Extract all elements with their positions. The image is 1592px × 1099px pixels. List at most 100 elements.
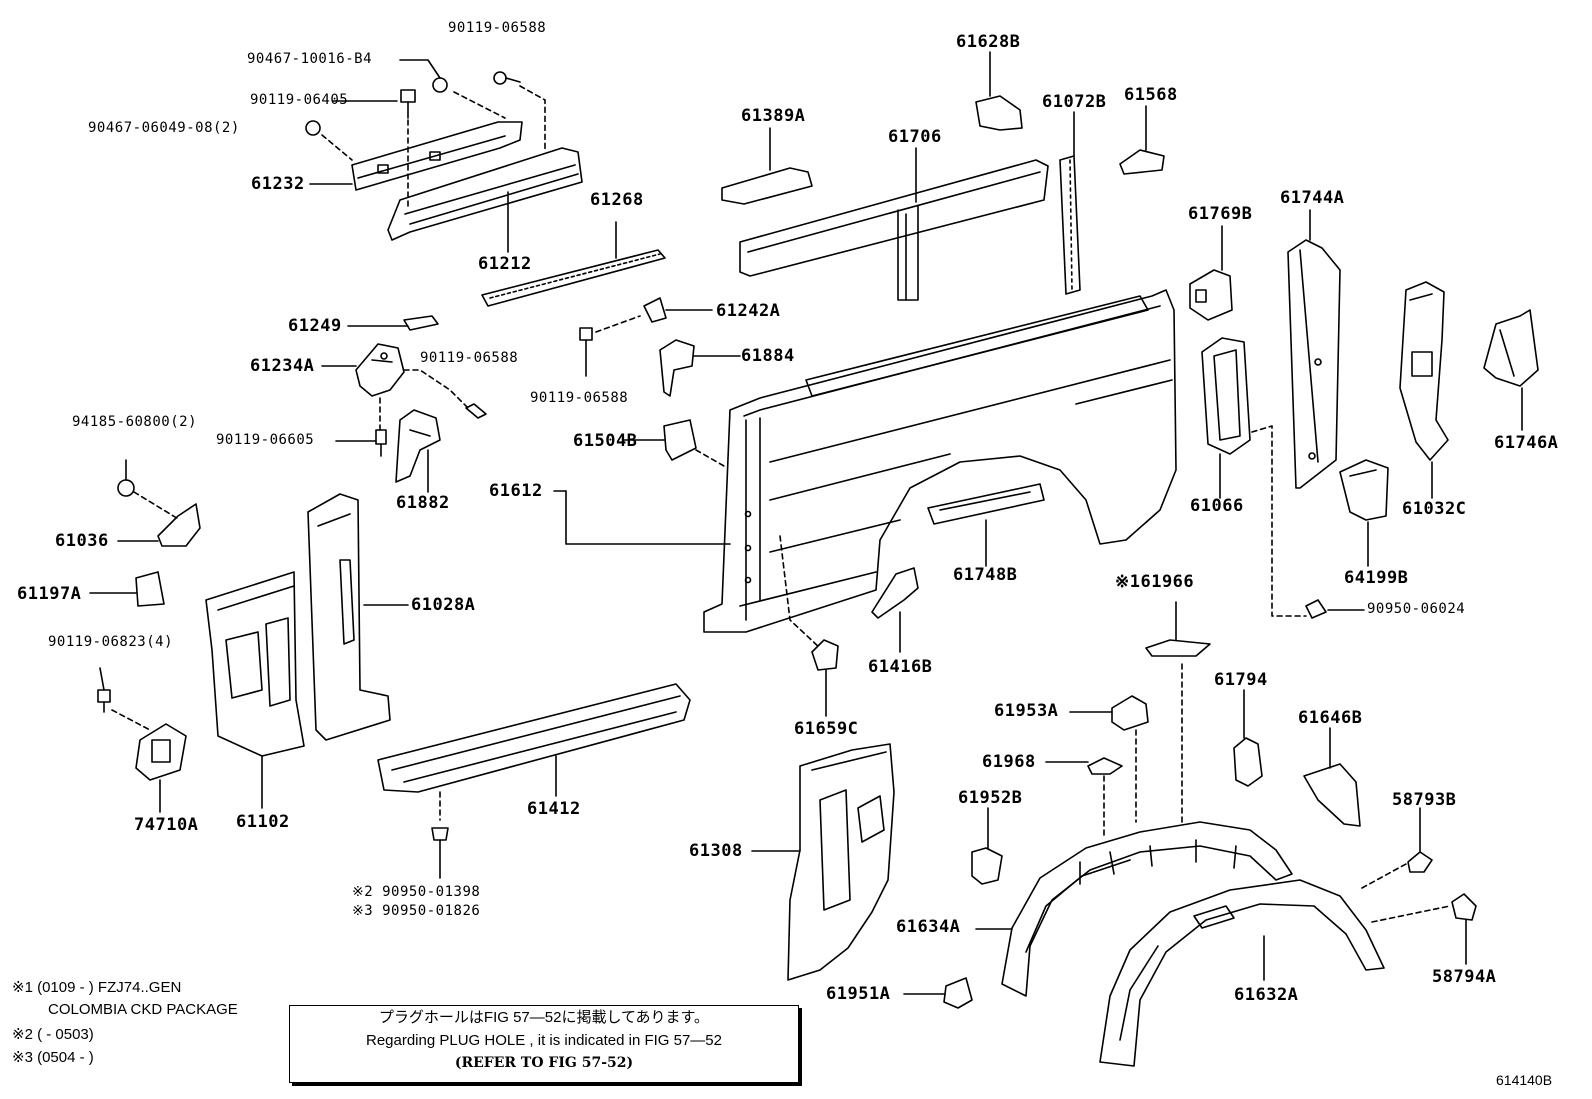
part-label[interactable]: 61197A [17,584,82,604]
part-label[interactable]: 61234A [250,356,315,376]
part-61032C-pillar [1399,281,1449,461]
part-label[interactable]: 61952B [958,788,1023,808]
footnote-1: ※1 (0109 - ) FZJ74..GEN [12,979,182,996]
conditional-part-label[interactable]: ※2 90950-01398 [352,884,481,900]
figure-id: 614140B [1496,1072,1553,1088]
part-label[interactable]: 74710A [134,815,199,835]
part-label[interactable]: 90119-06823(4) [48,634,174,650]
part-label[interactable]: 61232 [251,174,305,194]
part-label[interactable]: 61308 [689,841,743,861]
part-label[interactable]: 90119-06588 [448,20,547,36]
part-74710A-bracket [135,723,187,781]
part-61197A-plate [135,571,165,607]
part-label[interactable]: 61628B [956,32,1021,52]
part-label[interactable]: 61249 [288,316,342,336]
part-61748B-panel [927,483,1045,525]
part-label[interactable]: 61612 [489,481,543,501]
part-61628B-bracket [975,95,1023,131]
part-61389A-bracket [721,167,813,205]
bolt-icon [465,403,487,419]
part-label[interactable]: 61268 [590,190,644,210]
part-label[interactable]: 61659C [794,719,859,739]
part-label[interactable]: 61744A [1280,188,1345,208]
part-61632A-wheelhouse-outer [1099,879,1385,1067]
part-61794-bracket [1233,737,1263,787]
part-label[interactable]: 61028A [411,595,476,615]
part-61951A-clip [943,977,973,1009]
part-61952B-bracket [971,847,1003,885]
part-61234A-bracket [355,343,405,397]
part-label[interactable]: 61746A [1494,433,1559,453]
part-64199B-bracket [1339,459,1389,521]
part-label[interactable]: 61568 [1124,85,1178,105]
part-61028A-pillar [307,493,391,741]
reference-note-english: Regarding PLUG HOLE , it is indicated in… [365,1032,722,1049]
part-label[interactable]: 58794A [1432,967,1497,987]
part-label[interactable]: 61951A [826,984,891,1004]
conditional-part-label[interactable]: ※3 90950-01826 [352,903,481,919]
part-label[interactable]: 61646B [1298,708,1363,728]
part-label[interactable]: 90119-06605 [216,432,315,448]
part-label[interactable]: 61242A [716,301,781,321]
nut-icon [117,479,135,497]
part-label[interactable]: 64199B [1344,568,1409,588]
part-label[interactable]: 61634A [896,917,961,937]
part-61066-housing [1201,337,1251,455]
part-label[interactable]: 61416B [868,657,933,677]
part-label[interactable]: 90950-06024 [1367,601,1466,617]
part-61504B-bracket [663,419,697,461]
part-label[interactable]: 61968 [982,752,1036,772]
part-label[interactable]: 61504B [573,431,638,451]
reference-link[interactable]: (REFER TO FIG 57-52) [454,1055,634,1071]
part-61242A-clip [643,297,667,323]
part-label[interactable]: 94185-60800(2) [72,414,198,430]
part-61884-bracket [659,339,695,397]
part-61706-member [739,159,1049,301]
part-label[interactable]: 61706 [888,127,942,147]
plug-icon [1305,599,1327,619]
part-label[interactable]: ※161966 [1115,572,1195,592]
footnote-2: ※2 ( - 0503) [12,1026,94,1043]
part-61036-bracket [157,503,201,547]
bolt-icon [97,689,111,703]
reference-note-box: プラグホールはFIG 57―52に掲載してあります。 Regarding PLU… [289,1005,799,1083]
part-label[interactable]: 61882 [396,493,450,513]
footnote-3: ※3 (0504 - ) [12,1049,94,1066]
part-label[interactable]: 61036 [55,531,109,551]
part-label[interactable]: 61032C [1402,499,1467,519]
bolt-icon [375,429,387,457]
part-61882-bracket [395,409,441,483]
part-label[interactable]: 90467-06049-08(2) [88,120,240,136]
reference-note-japanese: プラグホールはFIG 57―52に掲載してあります。 [378,1009,710,1026]
part-label[interactable]: 90119-06588 [530,390,629,406]
part-label[interactable]: 58793B [1392,790,1457,810]
part-label[interactable]: 90119-06405 [250,92,349,108]
part-61308-inner-panel [787,743,895,981]
part-label[interactable]: 61389A [741,106,806,126]
part-label[interactable]: 61884 [741,346,795,366]
part-label[interactable]: 61072B [1042,92,1107,112]
part-label[interactable]: 61748B [953,565,1018,585]
part-61249-clip [403,315,439,331]
part-61612-quarter-panel [703,289,1177,633]
part-61568-clip [1119,149,1165,175]
part-label[interactable]: 61953A [994,701,1059,721]
bolt-icon [305,71,521,136]
part-61968-clip [1087,757,1123,775]
part-label[interactable]: 61794 [1214,670,1268,690]
part-label[interactable]: 61212 [478,254,532,274]
part-label[interactable]: 61632A [1234,985,1299,1005]
part-label[interactable]: 90467-10016-B4 [247,51,373,67]
part-61412-sill [377,683,691,793]
part-label[interactable]: 90119-06588 [420,350,519,366]
part-label[interactable]: 61066 [1190,496,1244,516]
part-label[interactable]: 61102 [236,812,290,832]
part-label[interactable]: 61769B [1188,204,1253,224]
part-61646B-panel [1303,763,1361,827]
part-58793B-clip [1407,851,1433,873]
part-61634A-wheelhouse-inner [1001,821,1293,997]
part-61232-rail [351,121,523,191]
part-label[interactable]: 61412 [527,799,581,819]
part-61102-panel [205,571,305,757]
